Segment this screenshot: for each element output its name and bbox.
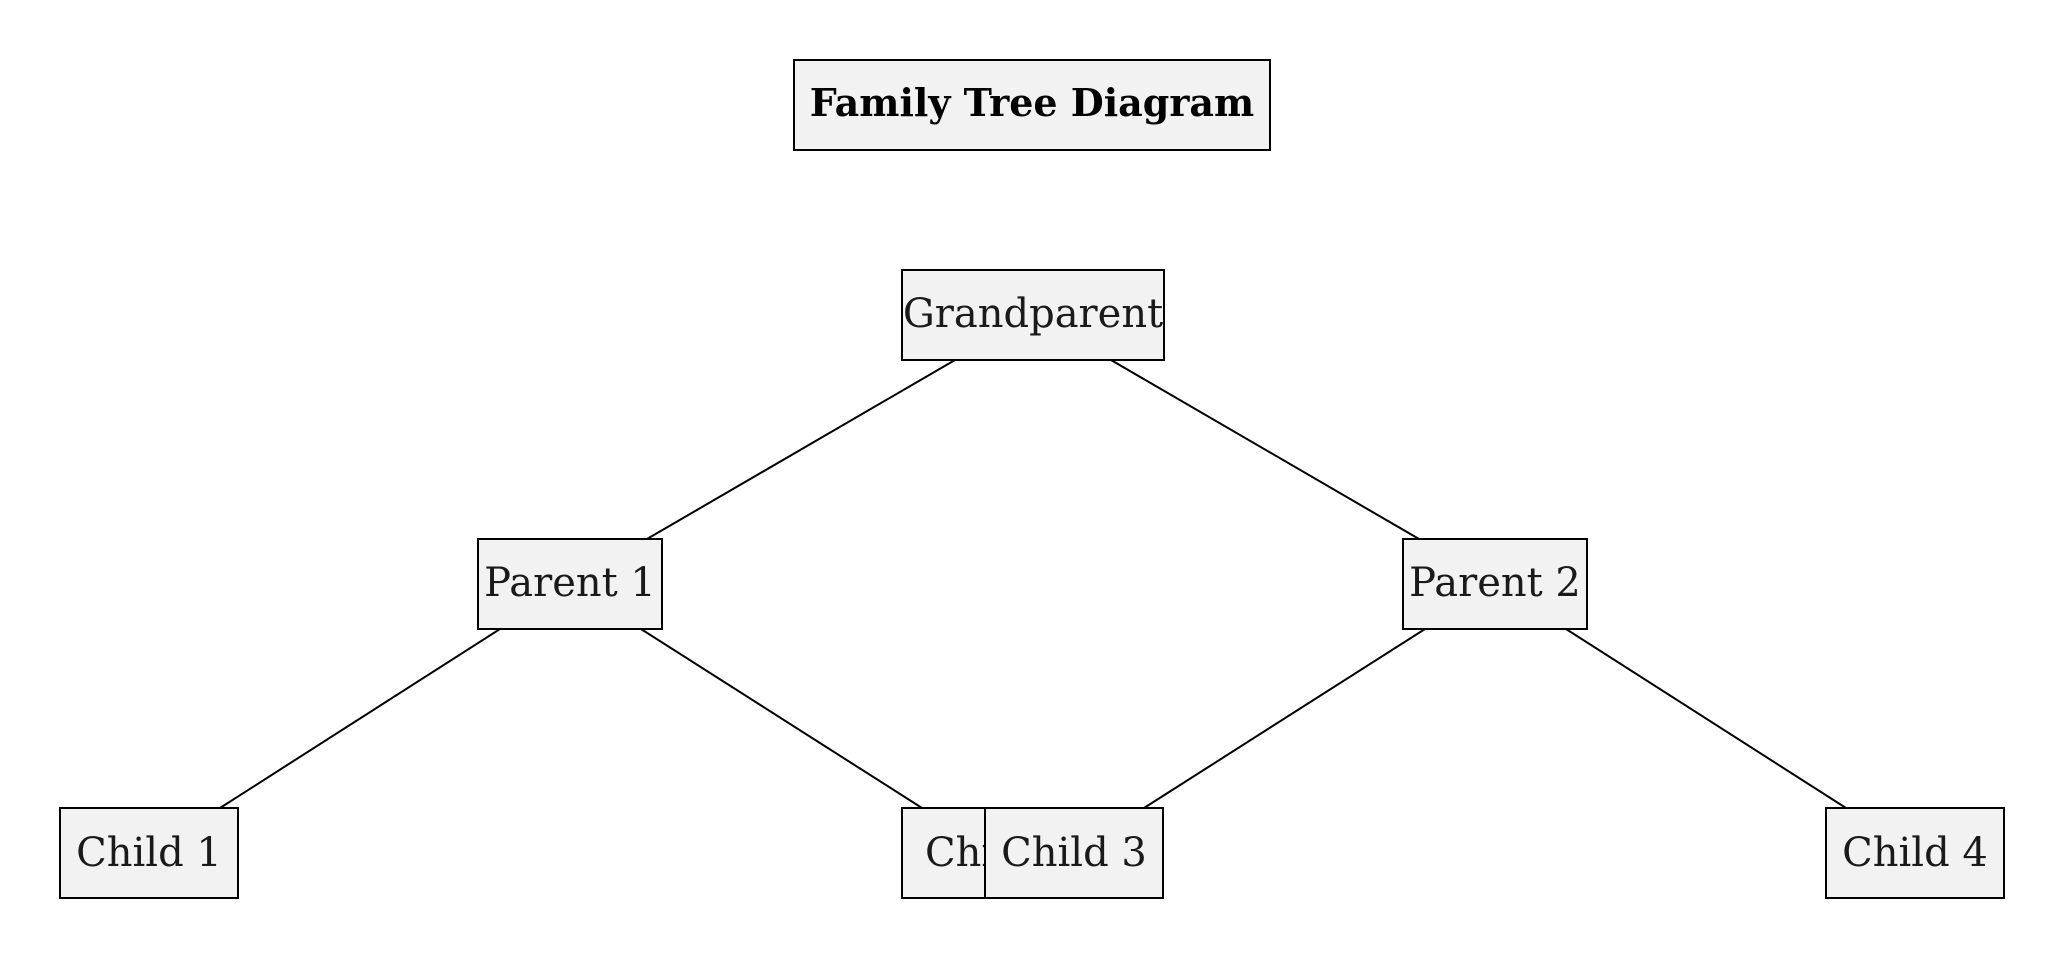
node-child4-label: Child 4 — [1842, 830, 1988, 876]
node-child1: Child 1 — [59, 807, 239, 899]
node-child3: Child 3 — [984, 807, 1164, 899]
edge-parent2-child4 — [1565, 628, 1847, 809]
node-parent1: Parent 1 — [477, 538, 663, 630]
edge-parent1-child2 — [640, 628, 923, 809]
node-parent1-label: Parent 1 — [484, 560, 656, 606]
title-box — [793, 59, 1271, 151]
edge-grandparent-parent1 — [646, 359, 956, 540]
node-child1-label: Child 1 — [76, 830, 222, 876]
node-grandparent-label: Grandparent — [903, 291, 1163, 337]
node-child3-label: Child 3 — [1001, 830, 1147, 876]
node-child3-box — [984, 807, 1164, 899]
title-text: Family Tree Diagram — [810, 80, 1254, 125]
diagram-title: Family Tree Diagram — [793, 59, 1271, 151]
node-grandparent-box — [901, 269, 1165, 361]
node-child2-label: Child 2 — [925, 830, 1071, 876]
edge-grandparent-parent2 — [1110, 359, 1420, 540]
node-child4: Child 4 — [1825, 807, 2005, 899]
node-parent2-box — [1402, 538, 1588, 630]
node-parent2-label: Parent 2 — [1409, 560, 1581, 606]
node-child1-box — [59, 807, 239, 899]
node-parent2: Parent 2 — [1402, 538, 1588, 630]
node-grandparent: Grandparent — [901, 269, 1165, 361]
edge-parent1-child1 — [219, 628, 501, 809]
edge-parent2-child3 — [1143, 628, 1426, 809]
node-parent1-box — [477, 538, 663, 630]
node-child4-box — [1825, 807, 2005, 899]
tree-edges — [219, 359, 1847, 809]
